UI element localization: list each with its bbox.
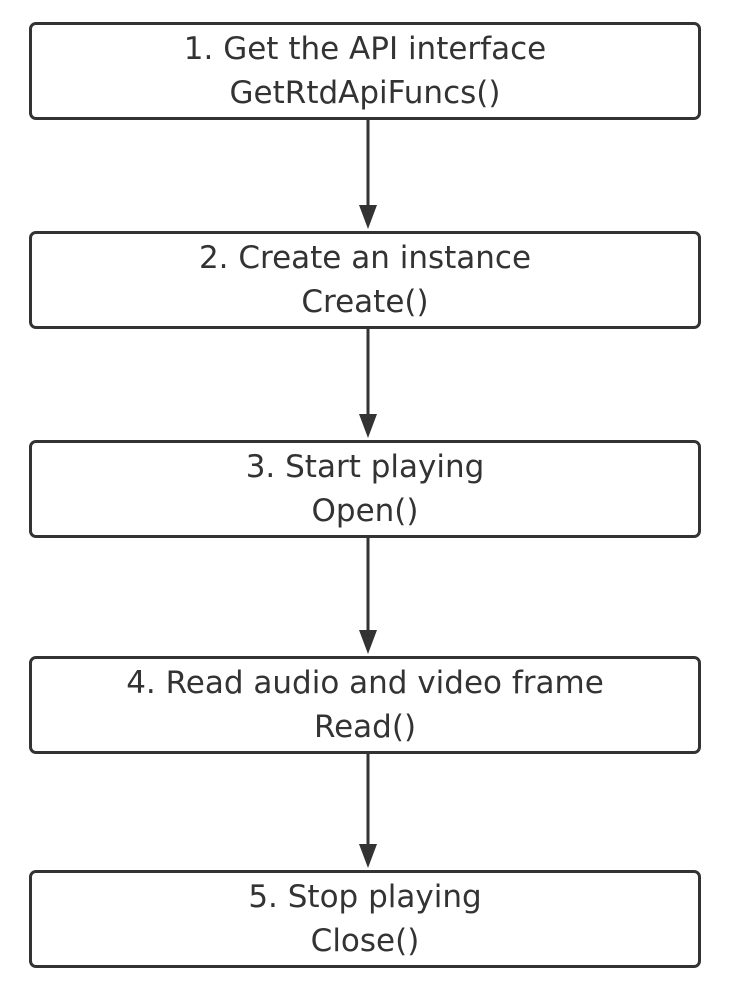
arrow-step-4-to-5 (359, 754, 377, 868)
step-title: 4. Read audio and video frame (126, 665, 604, 701)
step-title: 3. Start playing (245, 449, 485, 485)
step-box-create-instance: 2. Create an instance Create() (29, 231, 701, 329)
step-function: Close() (310, 923, 420, 959)
step-box-get-api-interface: 1. Get the API interface GetRtdApiFuncs(… (29, 22, 701, 120)
step-function: Open() (311, 493, 419, 529)
arrow-step-1-to-2 (359, 120, 377, 229)
step-function: Read() (313, 709, 417, 745)
step-title: 2. Create an instance (198, 240, 532, 276)
step-title: 1. Get the API interface (183, 31, 547, 67)
step-box-start-playing: 3. Start playing Open() (29, 440, 701, 538)
arrow-step-3-to-4 (359, 538, 377, 654)
step-function: Create() (301, 284, 429, 320)
arrow-step-2-to-3 (359, 329, 377, 438)
step-function: GetRtdApiFuncs() (229, 75, 501, 111)
step-box-stop-playing: 5. Stop playing Close() (29, 870, 701, 968)
step-box-read-frame: 4. Read audio and video frame Read() (29, 656, 701, 754)
step-title: 5. Stop playing (248, 879, 482, 915)
